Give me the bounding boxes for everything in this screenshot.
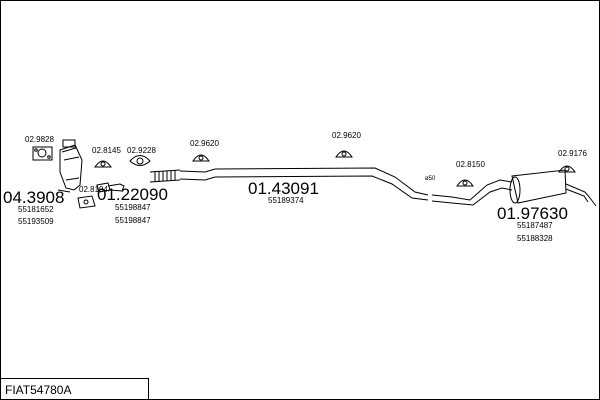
oem-number: 55198847 bbox=[115, 216, 151, 225]
part-number-01-97630: 01.97630 bbox=[497, 204, 568, 223]
part-number-01-43091: 01.43091 bbox=[248, 179, 319, 198]
catalytic-converter-illustration bbox=[57, 139, 83, 193]
diagram-title: FIAT54780A bbox=[5, 383, 72, 397]
accessory-code: 02.9620 bbox=[332, 131, 361, 140]
flex-pipe-illustration bbox=[149, 169, 181, 183]
rear-muffler-illustration bbox=[509, 169, 597, 207]
oem-number: 55181652 bbox=[18, 205, 54, 214]
rear-pipe-illustration bbox=[431, 179, 513, 206]
accessory-code: 02.8150 bbox=[456, 160, 485, 169]
gasket-illustration bbox=[32, 146, 53, 161]
oem-number: 55193509 bbox=[18, 217, 54, 226]
accessory-code: 02.9176 bbox=[558, 149, 587, 158]
accessory-code: 02.9828 bbox=[25, 135, 54, 144]
oem-number: 55189374 bbox=[268, 196, 304, 205]
diameter-label: ø50 bbox=[425, 176, 436, 182]
pipe-clamp-illustration bbox=[129, 155, 151, 166]
oem-number: 55187487 bbox=[517, 221, 553, 230]
rubber-mount-illustration bbox=[94, 150, 576, 187]
accessory-code: 02.9228 bbox=[127, 146, 156, 155]
accessory-code: 02.8145 bbox=[92, 146, 121, 155]
accessory-code: 02.9620 bbox=[190, 139, 219, 148]
accessory-code: 02.8194 bbox=[79, 185, 108, 194]
part-number-04-3908: 04.3908 bbox=[3, 188, 65, 207]
oem-number: 55198847 bbox=[115, 203, 151, 212]
center-pipe-illustration bbox=[179, 167, 429, 201]
oem-number: 55188328 bbox=[517, 234, 553, 243]
clamp-illustration bbox=[77, 195, 96, 209]
flange-pipe-illustration bbox=[96, 182, 125, 193]
part-number-01-22090: 01.22090 bbox=[97, 185, 168, 204]
title-box: FIAT54780A bbox=[0, 378, 149, 399]
